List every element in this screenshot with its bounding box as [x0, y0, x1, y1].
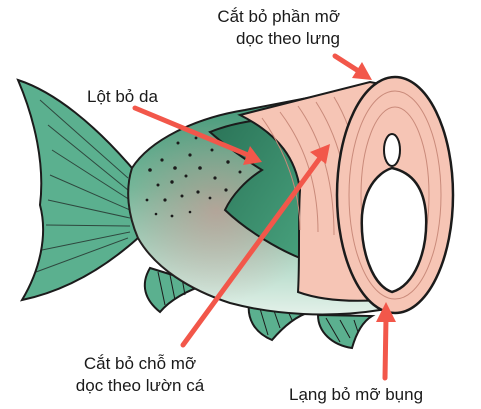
label-back-fat-line2: dọc theo lưng [150, 28, 340, 50]
label-back-fat: Cắt bỏ phần mỡ dọc theo lưng [150, 6, 340, 50]
label-skin: Lột bỏ da [87, 86, 158, 108]
cross-section [337, 77, 453, 313]
belly-fin [318, 315, 372, 348]
tail-fin [18, 80, 138, 300]
label-side-fat-line1: Cắt bỏ chỗ mỡ [40, 353, 240, 375]
label-side-fat: Cắt bỏ chỗ mỡ dọc theo lườn cá [40, 353, 240, 397]
label-side-fat-line2: dọc theo lườn cá [40, 375, 240, 397]
label-belly-fat: Lạng bỏ mỡ bụng [289, 384, 423, 406]
arrow-back-fat [335, 56, 372, 80]
label-back-fat-line1: Cắt bỏ phần mỡ [150, 6, 340, 28]
